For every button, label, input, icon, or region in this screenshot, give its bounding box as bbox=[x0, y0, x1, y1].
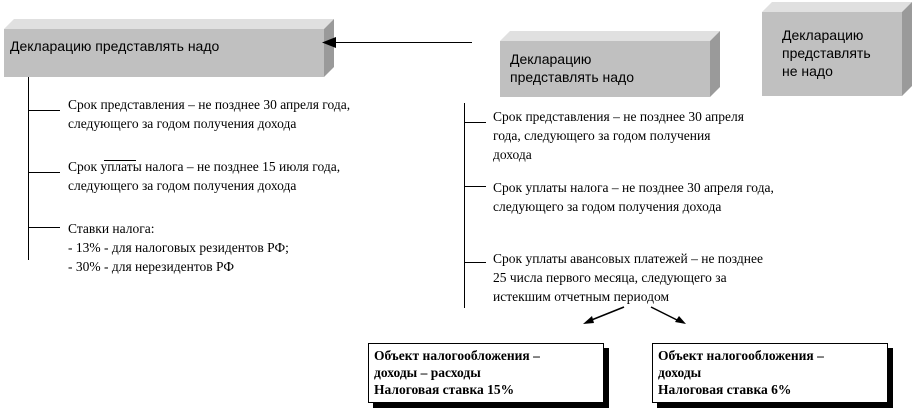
middle-item-3: Срок уплаты авансовых платежей – не позд… bbox=[493, 251, 763, 304]
arrow-head-left bbox=[322, 37, 336, 48]
left-tree-trunk bbox=[28, 77, 29, 260]
left-branch-1 bbox=[28, 110, 60, 111]
middle-item-2: Срок уплаты налога – не позднее 30 апрел… bbox=[493, 180, 774, 214]
left-branch-2 bbox=[28, 172, 60, 173]
right-box-title-line3: не надо bbox=[782, 63, 833, 79]
middle-branch-1 bbox=[464, 122, 486, 123]
left-item-3: Ставки налога: - 13% - для налоговых рез… bbox=[68, 221, 289, 274]
middle-branch-3 bbox=[464, 262, 486, 263]
right-box-title-line2: представлять bbox=[782, 45, 871, 61]
left-item-1: Срок представления – не позднее 30 апрел… bbox=[68, 97, 351, 131]
middle-box-title-line1: Декларацию bbox=[510, 51, 592, 67]
right-box-title-line1: Декларацию bbox=[782, 27, 864, 43]
middle-branch-2 bbox=[464, 186, 486, 187]
middle-declaration-box: Декларацию представлять надо bbox=[500, 31, 720, 97]
arrows-down bbox=[583, 306, 686, 324]
left-item-2: Срок уплаты налога – не позднее 15 июля … bbox=[68, 159, 341, 193]
bottom-box-income: Объект налогообложения – доходы Налогова… bbox=[652, 343, 888, 403]
left-declaration-box: Декларацию представлять надо bbox=[4, 19, 334, 77]
arrow-line bbox=[330, 42, 472, 43]
middle-item-1: Срок представления – не позднее 30 апрел… bbox=[493, 109, 744, 162]
left-branch-3 bbox=[28, 227, 60, 228]
left-mark bbox=[104, 160, 136, 161]
middle-tree-trunk bbox=[464, 103, 465, 308]
right-no-declaration-box: Декларацию представлять не надо bbox=[762, 2, 912, 96]
middle-box-title-line2: представлять надо bbox=[510, 69, 634, 85]
left-box-title: Декларацию представлять надо bbox=[10, 38, 220, 54]
bottom-box-income-expenses: Объект налогообложения – доходы – расход… bbox=[368, 343, 604, 403]
